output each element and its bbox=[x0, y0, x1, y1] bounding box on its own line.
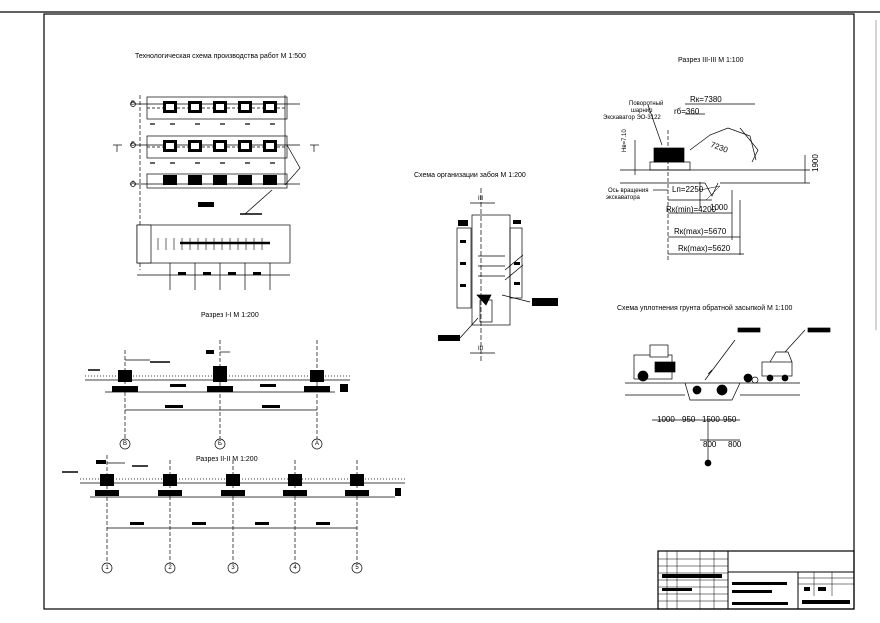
dim-rk: Rк=7380 bbox=[690, 95, 722, 104]
title-tech-scheme: Технологическая схема производства работ… bbox=[135, 53, 306, 60]
title-section-3: Разрез III-III М 1:100 bbox=[678, 57, 744, 64]
tech-axis-b: Б bbox=[131, 142, 135, 148]
excavator-hinge-label: Поворотный bbox=[629, 101, 664, 107]
dim-rkmin: Rк(min)=4200 bbox=[666, 205, 716, 214]
section-1-drawing bbox=[85, 340, 350, 440]
excavator-model-label: Экскаватор ЭО-3122 bbox=[603, 115, 661, 121]
section-2-axis-2: 2 bbox=[168, 565, 172, 571]
tech-scheme-plan bbox=[113, 95, 319, 290]
title-face-org: Схема организации забоя М 1:200 bbox=[414, 172, 526, 179]
face-org-drawing bbox=[438, 188, 558, 362]
section-2-drawing bbox=[62, 455, 405, 570]
compaction-dim-1: 1000 bbox=[657, 415, 675, 424]
section-2-axis-5: 5 bbox=[355, 565, 359, 571]
section-1-axes bbox=[119, 438, 323, 450]
title-section-1: Разрез I-I М 1:200 bbox=[201, 312, 259, 319]
dim-1000: 1000 bbox=[710, 203, 728, 212]
section-2-axis-3: 3 bbox=[231, 565, 235, 571]
sheet-frame bbox=[0, 11, 880, 610]
title-section-2: Разрез II-II М 1:200 bbox=[196, 456, 258, 463]
dim-rb: rб=360 bbox=[674, 107, 700, 116]
section-1-axis-b: Б bbox=[218, 441, 222, 447]
compaction-dim-6: 800 bbox=[728, 440, 742, 449]
compaction-drawing bbox=[625, 327, 831, 467]
section-1-axis-v: В bbox=[122, 441, 127, 447]
dim-rkmax1: Rк(max)=5670 bbox=[674, 227, 727, 236]
tech-axis-a: А bbox=[130, 181, 135, 187]
face-mark-bottom: III bbox=[478, 346, 484, 352]
excavator-axis-label: Ось вращения bbox=[608, 188, 649, 194]
section-2-axes bbox=[101, 562, 363, 574]
dim-height: 1900 bbox=[811, 154, 820, 172]
title-compaction: Схема уплотнения грунта обратной засыпко… bbox=[617, 305, 793, 312]
compaction-dim-2: 950 bbox=[682, 415, 696, 424]
compaction-dim-5: 800 bbox=[703, 440, 717, 449]
excavator-hinge-label-2: шарнир bbox=[631, 108, 653, 114]
dim-rkmax2: Rк(max)=5620 bbox=[678, 244, 731, 253]
dim-lp: Lп=2250 bbox=[672, 185, 704, 194]
compaction-dim-4: 950 bbox=[723, 415, 737, 424]
face-mark-top: III bbox=[478, 196, 484, 202]
compaction-dim-3: 1500 bbox=[702, 415, 720, 424]
section-2-axis-1: 1 bbox=[105, 565, 109, 571]
section-2-axis-4: 4 bbox=[293, 565, 297, 571]
section-1-axis-a: А bbox=[314, 441, 319, 447]
title-block bbox=[657, 550, 855, 610]
tech-axis-v: В bbox=[130, 101, 135, 107]
section-3-drawing bbox=[620, 103, 810, 260]
excavator-axis-label-2: экскаватора bbox=[606, 195, 640, 201]
excavator-cut-height: Hв=7.10 bbox=[622, 129, 628, 152]
